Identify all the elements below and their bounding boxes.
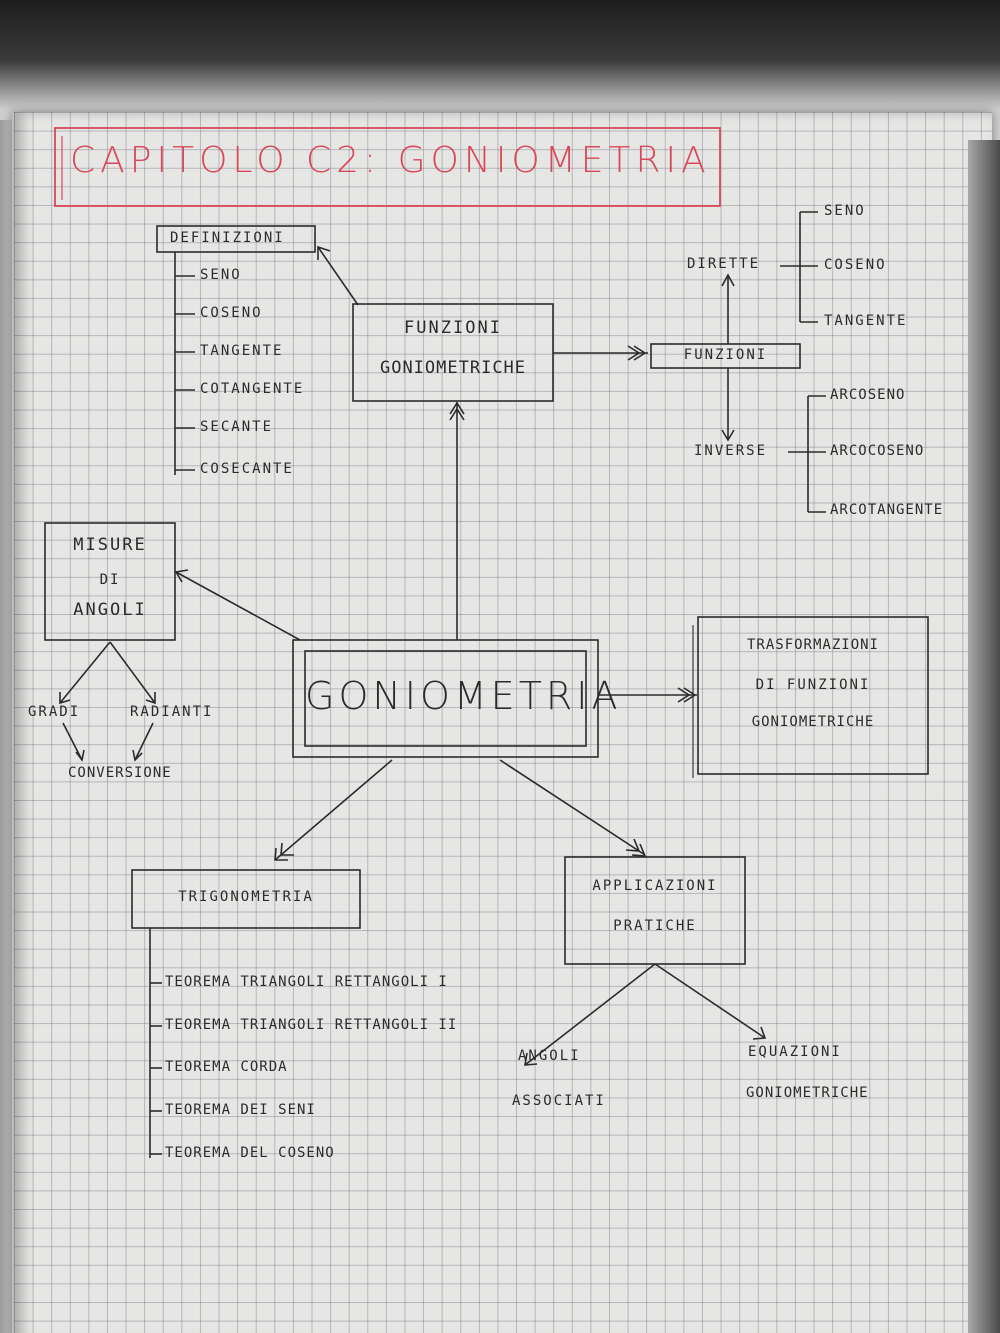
center-box-outer <box>292 639 599 758</box>
funzioni-goniometriche-line2: GONIOMETRICHE <box>379 358 527 378</box>
misure-box <box>44 522 176 641</box>
inverse-item: ARCOSENO <box>830 387 906 403</box>
definizioni-item: COSENO <box>200 305 263 321</box>
center-to-misure <box>175 571 301 641</box>
arrowhead-appl-2 <box>625 838 641 852</box>
arrowhead-definizioni <box>317 245 331 260</box>
trigonometria-item: TEOREMA TRIANGOLI RETTANGOLI I <box>165 974 448 990</box>
notebook-left-edge <box>0 120 14 1333</box>
equazioni-line2: GONIOMETRICHE <box>746 1085 869 1101</box>
misure-to-radianti <box>109 641 156 704</box>
trigonometria-box <box>131 869 361 929</box>
dirette-item: SENO <box>824 203 866 219</box>
gradi-to-conversione <box>62 722 83 761</box>
misure-to-gradi <box>59 641 111 704</box>
center-to-trigonometria <box>274 759 393 861</box>
trasformazioni-line3: GONIOMETRICHE <box>751 714 875 730</box>
arrowhead-trasf-1 <box>683 687 697 703</box>
center-box-inner <box>304 650 587 747</box>
notebook-right-edge <box>968 140 1000 1333</box>
arrowhead-conversione-right <box>132 749 143 762</box>
page-title: CAPITOLO C2: GONIOMETRIA <box>70 140 711 181</box>
angoli-line1: ANGOLI <box>518 1048 581 1064</box>
inverse-item: ARCOTANGENTE <box>830 502 944 518</box>
trasformazioni-line1: TRASFORMAZIONI <box>746 637 879 653</box>
equazioni-line1: EQUAZIONI <box>748 1044 842 1060</box>
trigonometria-item: TEOREMA DEL COSENO <box>165 1145 335 1161</box>
arrowhead-radianti <box>145 692 156 705</box>
arrowhead-angoli <box>524 1052 538 1066</box>
gradi-label: GRADI <box>28 704 81 720</box>
radianti-to-conversione <box>134 722 154 761</box>
arrowhead-trig-2 <box>280 842 294 856</box>
misure-line3: ANGOLI <box>73 600 147 620</box>
arrowhead-inverse <box>721 429 735 442</box>
trasformazioni-line2: DI FUNZIONI <box>755 677 871 693</box>
arrow-to-definizioni <box>317 246 359 306</box>
definizioni-header: DEFINIZIONI <box>170 230 285 246</box>
applicazioni-to-equazioni <box>654 963 766 1039</box>
conversione-label: CONVERSIONE <box>68 765 172 781</box>
center-to-applicazioni <box>499 759 646 856</box>
misure-line1: MISURE <box>73 535 147 555</box>
applicazioni-line1: APPLICAZIONI <box>592 878 718 894</box>
arrowhead-trasf-2 <box>677 687 691 703</box>
title-frame <box>54 127 721 207</box>
angoli-line2: ASSOCIATI <box>512 1093 606 1109</box>
definizioni-item: COSECANTE <box>200 461 294 477</box>
funzioni-goniometriche-line1: FUNZIONI <box>404 318 502 338</box>
trigonometria-item: TEOREMA DEI SENI <box>165 1102 316 1118</box>
arrowhead-appl-1 <box>631 843 647 857</box>
trigonometria-item: TEOREMA TRIANGOLI RETTANGOLI II <box>165 1017 458 1033</box>
arrowhead-funzioni-1 <box>633 345 647 361</box>
definizioni-item: TANGENTE <box>200 343 284 359</box>
arrowhead-misure <box>174 569 189 583</box>
definizioni-item: COTANGENTE <box>200 381 305 397</box>
dirette-item: TANGENTE <box>824 313 908 329</box>
funzioni-box <box>650 343 801 369</box>
inverse-label: INVERSE <box>694 443 768 459</box>
applicazioni-line2: PRATICHE <box>613 918 697 934</box>
arrowhead-gradi <box>59 692 71 705</box>
inverse-item: ARCOCOSENO <box>830 443 925 459</box>
definizioni-box <box>156 225 316 253</box>
definizioni-item: SECANTE <box>200 419 274 435</box>
funzioni-header: FUNZIONI <box>683 347 768 363</box>
trigonometria-header: TRIGONOMETRIA <box>178 889 314 905</box>
arrowhead-funz-gon-1 <box>449 401 465 415</box>
definizioni-item: SENO <box>200 267 242 283</box>
arrowhead-funzioni-2 <box>627 345 641 361</box>
arrowhead-conversione-left <box>75 749 85 762</box>
misure-line2: DI <box>99 572 121 588</box>
radianti-label: RADIANTI <box>130 704 214 720</box>
trasformazioni-box <box>697 616 929 775</box>
applicazioni-to-angoli <box>524 963 656 1066</box>
trigonometria-item: TEOREMA CORDA <box>165 1059 288 1075</box>
grid-paper-sheet <box>12 112 992 1333</box>
arrowhead-dirette <box>721 273 735 287</box>
arrowhead-equazioni <box>752 1026 767 1040</box>
applicazioni-box <box>564 856 746 965</box>
dirette-item: COSENO <box>824 257 887 273</box>
arrowhead-trig-1 <box>274 847 288 861</box>
arrowhead-funz-gon-2 <box>449 407 465 421</box>
center-topic: GONIOMETRIA <box>305 674 622 718</box>
dirette-label: DIRETTE <box>687 256 761 272</box>
